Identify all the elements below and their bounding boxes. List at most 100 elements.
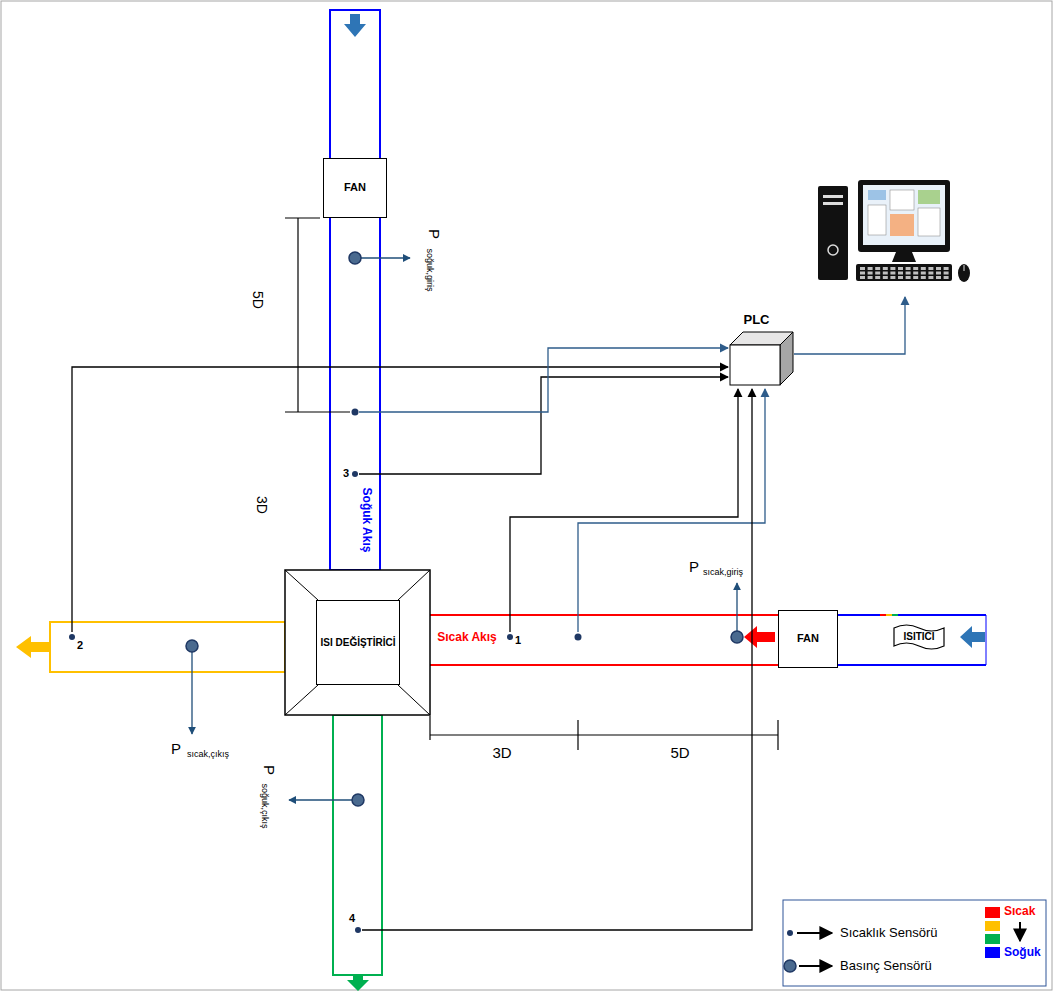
node-text: ISITICI <box>903 631 934 643</box>
heat-exchanger-housing <box>285 570 318 600</box>
signal-wire <box>359 348 728 412</box>
computer-icon <box>858 180 950 252</box>
fan-box: FAN <box>778 610 838 668</box>
computer-icon <box>913 267 918 270</box>
legend-box <box>985 934 1000 944</box>
callout-label: 3 <box>343 468 349 479</box>
hot-inlet-duct <box>880 614 886 616</box>
cold-inlet-duct <box>330 10 380 570</box>
pressure-sensor <box>186 252 743 806</box>
computer-icon <box>890 190 914 210</box>
legend-box <box>799 965 832 967</box>
computer-icon <box>828 245 838 255</box>
computer-icon <box>890 276 895 279</box>
cold-outlet-duct <box>347 975 369 991</box>
computer-icon <box>860 267 865 270</box>
heat-exchanger-housing <box>285 570 430 715</box>
signal-wire <box>578 389 765 632</box>
dimension-label: 5D <box>251 291 265 309</box>
computer-icon <box>868 276 873 279</box>
computer-icon <box>958 264 970 282</box>
computer-icon <box>883 272 888 275</box>
hot-inlet-duct <box>744 626 775 648</box>
legend-text: Sıcak <box>1004 905 1035 917</box>
callout-label: 2 <box>77 640 83 651</box>
cold-outlet-duct <box>333 715 382 975</box>
computer-icon <box>818 180 970 282</box>
legend-text: Basınç Sensörü <box>840 959 932 972</box>
pressure-sensor-lead <box>191 652 192 734</box>
heater-box: ISITICI <box>893 622 945 652</box>
node-text: ISI DEĞİŞTİRİCİ <box>320 637 395 649</box>
dimension-label: P <box>262 765 277 775</box>
callout-label: soğuk,çıkış <box>260 783 269 828</box>
callout-label: sıcak,çıkış <box>187 750 229 759</box>
dimension-line <box>577 720 578 750</box>
hot-inlet-duct <box>960 626 985 648</box>
computer-icon <box>823 202 843 205</box>
computer-icon <box>913 276 918 279</box>
dimension-label: 5D <box>670 745 689 760</box>
computer-icon <box>860 272 865 275</box>
computer-icon <box>898 272 903 275</box>
computer-icon <box>823 195 843 198</box>
heater-outline <box>894 625 944 649</box>
legend-box <box>787 930 793 936</box>
dimension-line <box>429 716 430 740</box>
hot-inlet-duct <box>430 664 838 666</box>
legend-box <box>783 900 1046 986</box>
pressure-sensor-lead <box>736 583 737 631</box>
computer-icon <box>860 267 949 279</box>
cold-outlet-duct <box>333 715 382 991</box>
computer-icon <box>890 214 914 236</box>
computer-icon <box>944 267 949 270</box>
dimension-label: 3D <box>255 496 269 514</box>
computer-icon <box>913 272 918 275</box>
heat-exchanger-housing <box>398 685 430 715</box>
cold-inlet-duct <box>330 10 380 570</box>
hot-outlet-duct <box>16 622 285 672</box>
computer-icon <box>928 276 933 279</box>
signal-wire <box>794 297 905 354</box>
temperature-sensor <box>355 927 361 933</box>
pressure-sensor <box>349 252 361 264</box>
computer-icon <box>868 272 873 275</box>
legend-text: Soğuk <box>1004 946 1041 958</box>
hot-outlet-duct <box>50 622 285 672</box>
computer-icon <box>921 267 926 270</box>
computer-icon <box>918 190 940 204</box>
temperature-sensor <box>352 409 359 416</box>
dimension-line <box>285 218 778 750</box>
dimension-label: Sıcak Akış <box>437 631 497 643</box>
pressure-sensor-lead <box>361 257 410 258</box>
node-text: FAN <box>344 181 366 194</box>
node-text: FAN <box>797 632 819 645</box>
computer-icon <box>863 185 945 245</box>
temperature-sensor <box>69 409 582 934</box>
computer-icon <box>860 276 865 279</box>
temperature-sensor <box>69 634 75 640</box>
callout-label: sıcak,giriş <box>703 568 743 577</box>
fan-box: FAN <box>323 158 387 218</box>
dimension-label: 3D <box>492 745 511 760</box>
computer-icon <box>921 272 926 275</box>
computer-icon <box>906 276 911 279</box>
legend-text: Sıcaklık Sensörü <box>840 926 938 939</box>
computer-icon <box>918 208 940 236</box>
node-text: PLC <box>720 312 793 328</box>
computer-icon <box>868 205 886 235</box>
dimension-label: P <box>427 229 442 239</box>
computer-icon <box>890 267 895 270</box>
computer-icon <box>883 267 888 270</box>
dimension-line <box>297 218 298 412</box>
computer-icon <box>944 272 949 275</box>
plc-box: PLC <box>730 330 793 386</box>
computer-icon <box>921 276 926 279</box>
callout-label: 4 <box>349 913 355 924</box>
computer-icon <box>875 276 880 279</box>
computer-icon <box>818 186 848 280</box>
computer-icon <box>856 264 952 281</box>
computer-icon <box>928 267 933 270</box>
